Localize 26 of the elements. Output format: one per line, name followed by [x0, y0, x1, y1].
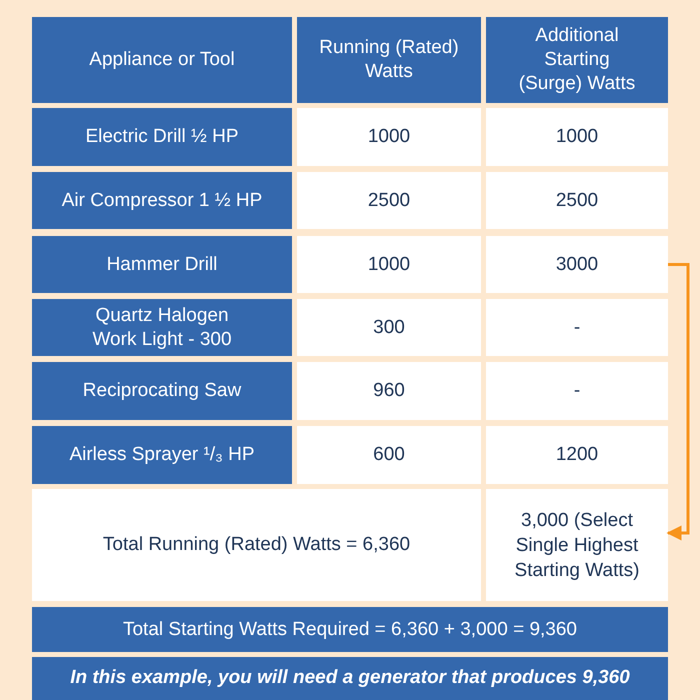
- table-cell: 300: [297, 299, 481, 356]
- table-cell: Hammer Drill: [32, 236, 292, 293]
- table-cell: Appliance or Tool: [32, 17, 292, 103]
- table-cell: 1000: [297, 108, 481, 166]
- table-cell: Running (Rated) Watts: [297, 17, 481, 103]
- table-cell: 1200: [486, 426, 668, 484]
- table-cell: Airless Sprayer ¹/₃ HP: [32, 426, 292, 484]
- table-cell: 960: [297, 362, 481, 420]
- table-cell: 2500: [486, 172, 668, 229]
- table-cell: 600: [297, 426, 481, 484]
- table-cell: -: [486, 299, 668, 356]
- table-cell: Total Running (Rated) Watts = 6,360: [32, 489, 481, 601]
- table-cell: 1000: [486, 108, 668, 166]
- table-cell: 2500: [297, 172, 481, 229]
- table-cell: -: [486, 362, 668, 420]
- table-cell: 1000: [297, 236, 481, 293]
- table-cell: Additional Starting (Surge) Watts: [486, 17, 668, 103]
- table-cell: 3000: [486, 236, 668, 293]
- note-banner: In this example, you will need a generator that produces 9,360: [32, 657, 668, 700]
- table-cell: Total Starting Watts Required = 6,360 + 3,000 = 9,360: [32, 607, 668, 652]
- table-cell: Electric Drill ½ HP: [32, 108, 292, 166]
- table-cell: Quartz Halogen Work Light - 300: [32, 299, 292, 356]
- table-cell: Reciprocating Saw: [32, 362, 292, 420]
- table-cell: 3,000 (Select Single Highest Starting Watts): [486, 489, 668, 601]
- table-cell: Air Compressor 1 ½ HP: [32, 172, 292, 229]
- arrow: [666, 263, 690, 540]
